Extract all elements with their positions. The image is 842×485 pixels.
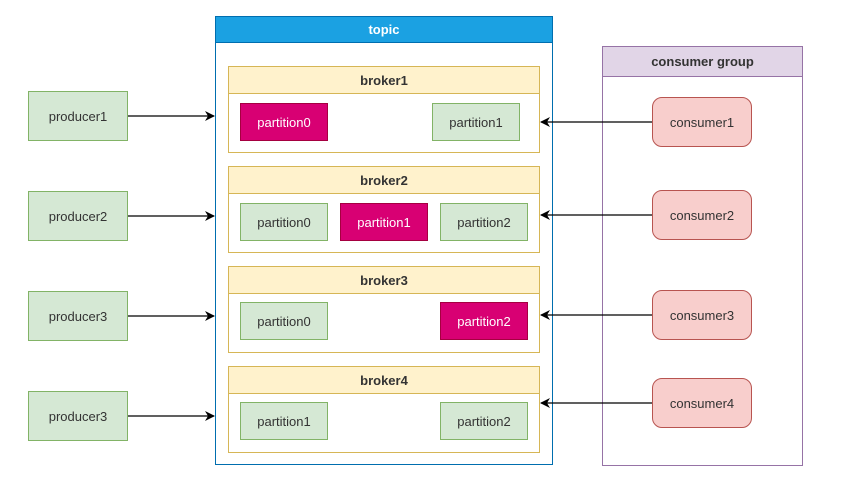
- consumer-1: consumer1: [652, 97, 752, 147]
- broker-3-partition0: partition0: [240, 302, 328, 340]
- broker-3-partition2: partition2: [440, 302, 528, 340]
- broker-2-partition1: partition1: [340, 203, 428, 241]
- broker-1-partition0: partition0: [240, 103, 328, 141]
- producer-2: producer2: [28, 191, 128, 241]
- producer-3: producer3: [28, 291, 128, 341]
- consumer-4: consumer4: [652, 378, 752, 428]
- broker-2-title: broker2: [229, 167, 539, 194]
- broker-2-partition0: partition0: [240, 203, 328, 241]
- broker-2-partition2: partition2: [440, 203, 528, 241]
- consumer-2: consumer2: [652, 190, 752, 240]
- producer-1: producer1: [28, 91, 128, 141]
- producer-4: producer3: [28, 391, 128, 441]
- broker-1-partition1: partition1: [432, 103, 520, 141]
- broker-4-partition1: partition1: [240, 402, 328, 440]
- broker-4-partition2: partition2: [440, 402, 528, 440]
- consumer-group-title: consumer group: [603, 47, 802, 77]
- topic-title: topic: [216, 17, 552, 43]
- broker-1-title: broker1: [229, 67, 539, 94]
- broker-4-title: broker4: [229, 367, 539, 394]
- consumer-3: consumer3: [652, 290, 752, 340]
- broker-3-title: broker3: [229, 267, 539, 294]
